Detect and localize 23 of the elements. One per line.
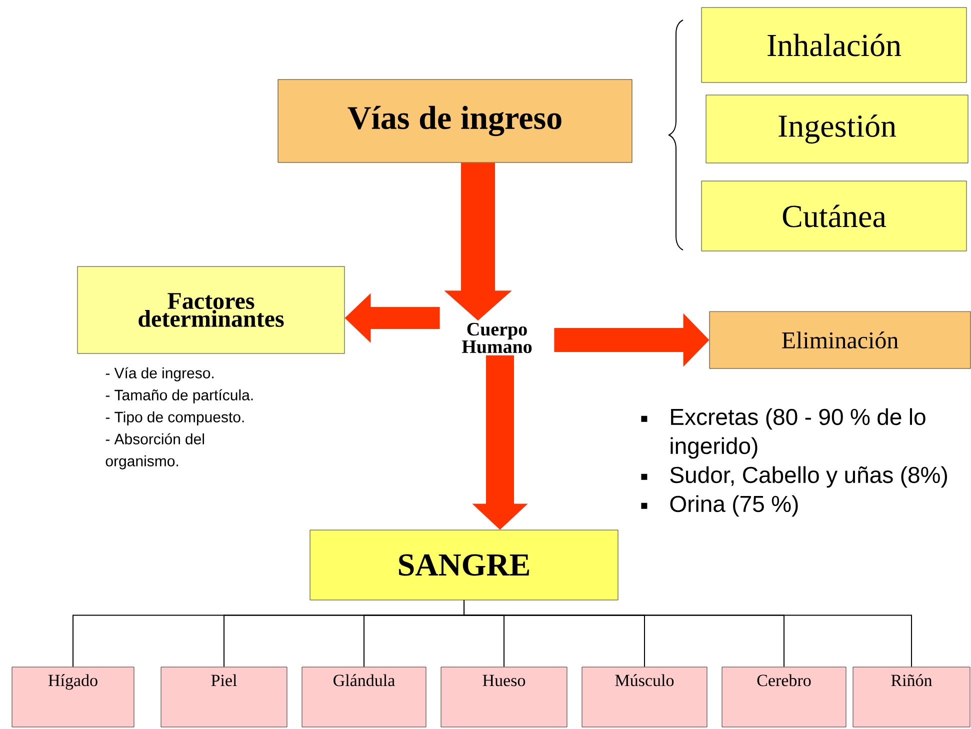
- connector-line: [464, 600, 912, 668]
- heading-box: SANGRE: [310, 530, 618, 600]
- organ-box: Hueso: [440, 666, 568, 728]
- note-line: - Tipo de compuesto.: [106, 411, 244, 426]
- heading-box: Vías de ingreso: [278, 79, 632, 163]
- note-line: - Absorción del organismo.: [106, 433, 204, 470]
- option-box: Inhalación: [701, 7, 967, 83]
- note-line: - Vía de ingreso.: [106, 367, 214, 382]
- heading-box: Eliminación: [709, 311, 971, 369]
- organ-box: Glándula: [302, 666, 426, 728]
- option-box: Cutánea: [701, 180, 967, 252]
- organ-box: Piel: [160, 666, 288, 728]
- organ-box: Cerebro: [722, 666, 846, 728]
- organ-box: Músculo: [582, 666, 708, 728]
- center-label: Cuerpo Humano: [462, 322, 532, 354]
- organ-box: Riñón: [852, 666, 970, 728]
- heading-box: Factores determinantes: [77, 266, 345, 354]
- bullet-item: Sudor, Cabello y uñas (8%): [641, 466, 947, 488]
- bullet-item: Excretas (80 - 90 % de lo ingerido): [641, 408, 926, 459]
- note-line: - Tamaño de partícula.: [106, 389, 253, 404]
- organ-box: Hígado: [12, 666, 134, 728]
- bullet-item: Orina (75 %): [641, 495, 798, 517]
- option-box: Ingestión: [706, 94, 968, 164]
